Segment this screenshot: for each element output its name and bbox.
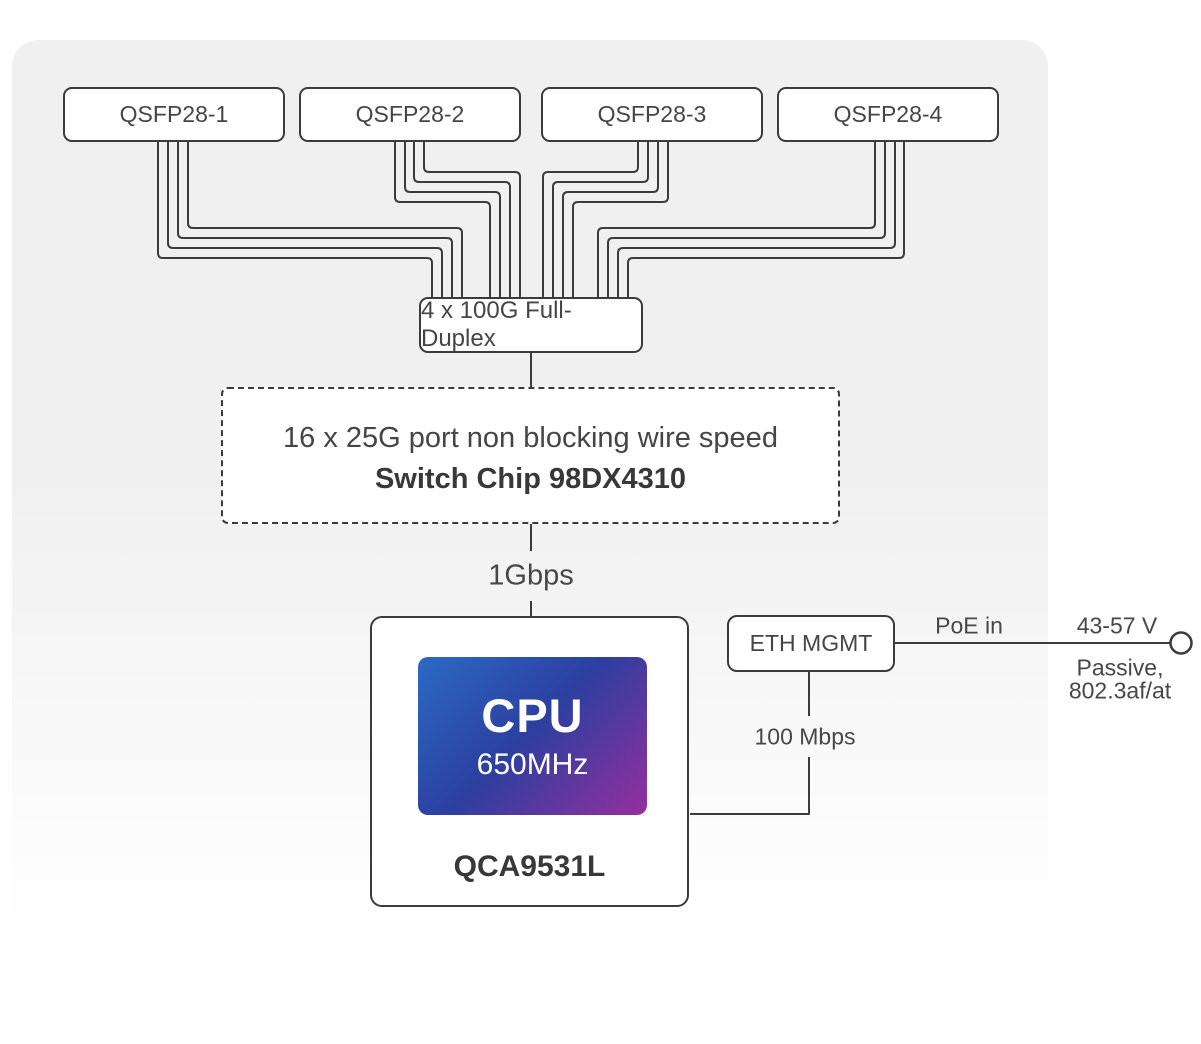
- qsfp2-to-aggregate: [413, 141, 511, 298]
- qsfp2-to-aggregate: [404, 141, 501, 298]
- qsfp28-1-label: QSFP28-1: [119, 101, 229, 127]
- qsfp28-3-label: QSFP28-3: [597, 101, 707, 127]
- cpu-gradient-tile: CPU 650MHz: [418, 657, 647, 815]
- qsfp28-4-port-box: QSFP28-4: [777, 87, 999, 142]
- poe-voltage-label: 43-57 V: [1076, 612, 1158, 639]
- poe-input-connector: [1169, 631, 1193, 655]
- aggregate-link-box: 4 x 100G Full-Duplex: [419, 297, 643, 353]
- qsfp4-to-aggregate: [597, 141, 876, 298]
- qsfp3-to-aggregate: [542, 141, 639, 298]
- switch-chip-description: 16 x 25G port non blocking wire speed: [283, 421, 778, 454]
- link-speed-label: 1Gbps: [488, 559, 574, 592]
- qsfp28-2-label: QSFP28-2: [355, 101, 465, 127]
- qsfp2-to-aggregate: [394, 141, 491, 298]
- qsfp1-to-aggregate: [167, 141, 443, 298]
- qsfp4-to-aggregate: [627, 141, 905, 298]
- qsfp4-to-aggregate: [617, 141, 896, 298]
- qsfp2-to-aggregate: [423, 141, 521, 298]
- qsfp3-to-aggregate: [552, 141, 649, 298]
- switch-chip-box: 16 x 25G port non blocking wire speed Sw…: [221, 387, 840, 524]
- switch-chip-name: Switch Chip 98DX4310: [374, 462, 687, 495]
- cpu-clock-label: 650MHz: [476, 747, 589, 781]
- poe-type-label-line2: 802.3af/at: [1068, 677, 1172, 704]
- aggregate-link-label: 4 x 100G Full-Duplex: [421, 297, 572, 352]
- poe-type-label-line1: Passive,: [1076, 654, 1164, 681]
- eth-mgmt-label: ETH MGMT: [749, 630, 873, 656]
- qsfp3-to-aggregate: [562, 141, 659, 298]
- cpu-chip-name: QCA9531L: [453, 850, 606, 883]
- qsfp1-to-aggregate: [157, 141, 433, 298]
- 100mbps-to-cpu: [690, 757, 810, 815]
- qsfp1-to-aggregate: [187, 141, 463, 298]
- cpu-title: CPU: [481, 688, 584, 742]
- qsfp28-1-port-box: QSFP28-1: [63, 87, 285, 142]
- qsfp4-to-aggregate: [607, 141, 886, 298]
- eth-mgmt-box: ETH MGMT: [727, 615, 895, 672]
- qsfp28-3-port-box: QSFP28-3: [541, 87, 763, 142]
- poe-in-label: PoE in: [935, 612, 1003, 639]
- qsfp28-4-label: QSFP28-4: [833, 101, 943, 127]
- mgmt-link-speed-label: 100 Mbps: [754, 723, 856, 750]
- qsfp3-to-aggregate: [572, 141, 669, 298]
- qsfp28-2-port-box: QSFP28-2: [299, 87, 521, 142]
- qsfp1-to-aggregate: [177, 141, 453, 298]
